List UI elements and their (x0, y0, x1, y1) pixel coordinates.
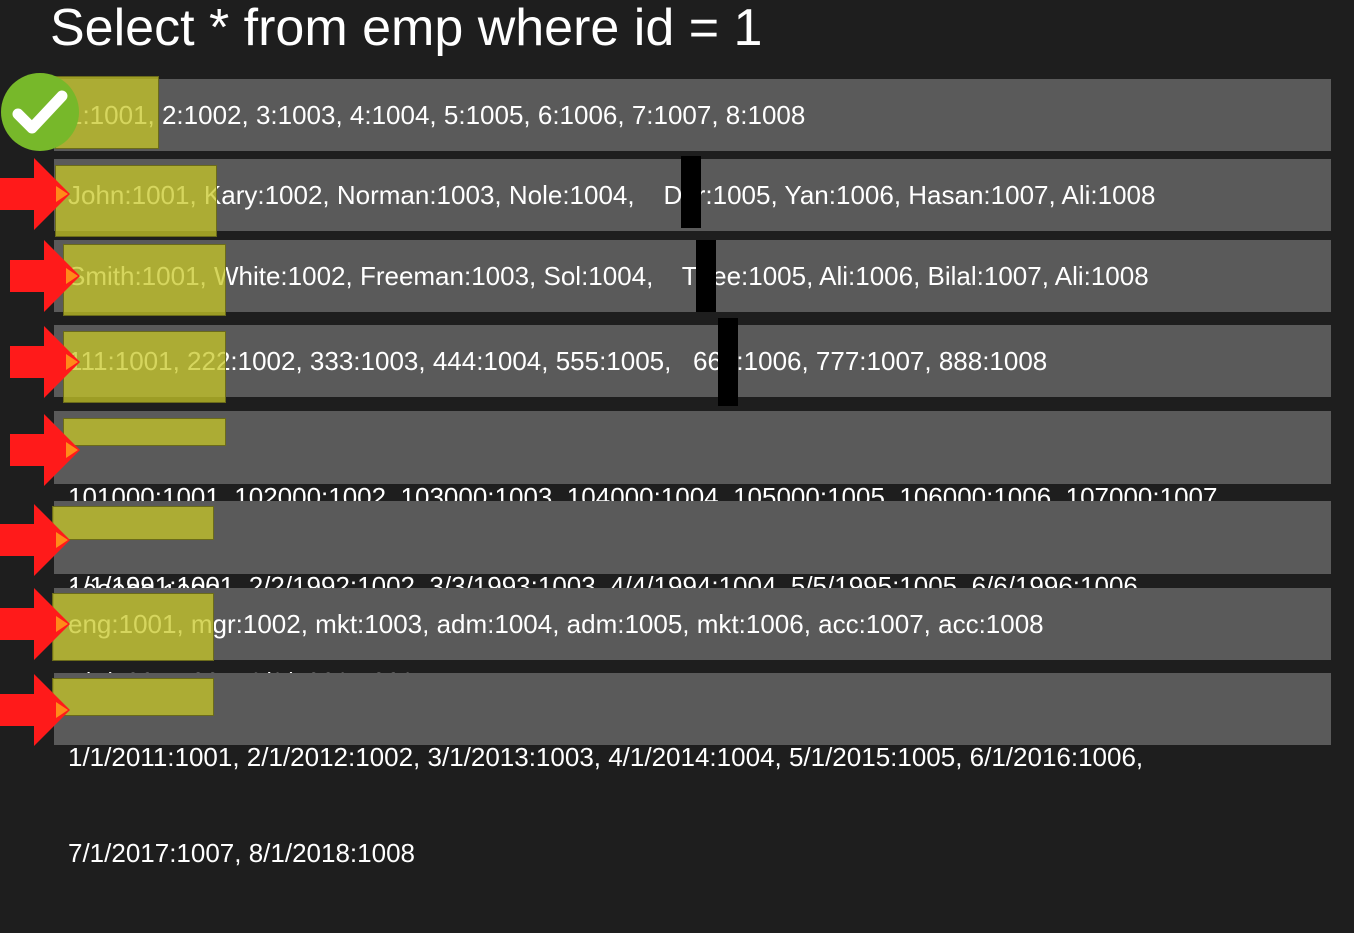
red-arrow-icon (0, 504, 70, 576)
red-arrow-icon (10, 414, 80, 486)
result-row-8: 1/1/2011:1001, 2/1/2012:1002, 3/1/2013:1… (54, 673, 1331, 868)
result-row-3: Smith:1001, White:1002, Freeman:1003, So… (54, 240, 1331, 312)
row-line: 7/1/2017:1007, 8/1/2018:1008 (68, 838, 415, 868)
separator-bar (696, 240, 716, 312)
check-circle-icon (1, 73, 79, 151)
result-row-5: 101000:1001, 102000:1002, 103000:1003, 1… (54, 411, 1331, 608)
separator-bar (718, 318, 738, 406)
result-row-7: eng:1001, mgr:1002, mkt:1003, adm:1004, … (54, 588, 1331, 660)
red-arrow-icon (10, 326, 80, 398)
highlight-box (55, 165, 217, 237)
result-row-4: 111:1001, 222:1002, 333:1003, 444:1004, … (54, 325, 1331, 397)
separator-bar (681, 156, 701, 228)
highlight-box (63, 244, 226, 316)
row-line: 1/1/2011:1001, 2/1/2012:1002, 3/1/2013:1… (68, 742, 1144, 772)
red-arrow-icon (0, 158, 70, 230)
row-line: eng:1001, mgr:1002, mkt:1003, adm:1004, … (68, 609, 1044, 639)
red-arrow-icon (0, 588, 70, 660)
row-line: 1:1001, 2:1002, 3:1003, 4:1004, 5:1005, … (68, 100, 806, 130)
slide-title: Select * from emp where id = 1 (50, 0, 763, 57)
row-line: John:1001, Kary:1002, Norman:1003, Nole:… (68, 180, 1156, 210)
highlight-box (63, 331, 226, 403)
red-arrow-icon (10, 240, 80, 312)
highlight-box (63, 418, 226, 446)
highlight-box (52, 678, 214, 716)
red-arrow-icon (0, 674, 70, 746)
result-row-1: 1:1001, 2:1002, 3:1003, 4:1004, 5:1005, … (54, 79, 1331, 151)
row-line: Smith:1001, White:1002, Freeman:1003, So… (68, 261, 1149, 291)
highlight-box (52, 506, 214, 540)
result-row-6: 1/1/1991:1001, 2/2/1992:1002, 3/3/1993:1… (54, 501, 1331, 697)
highlight-box (52, 593, 214, 661)
